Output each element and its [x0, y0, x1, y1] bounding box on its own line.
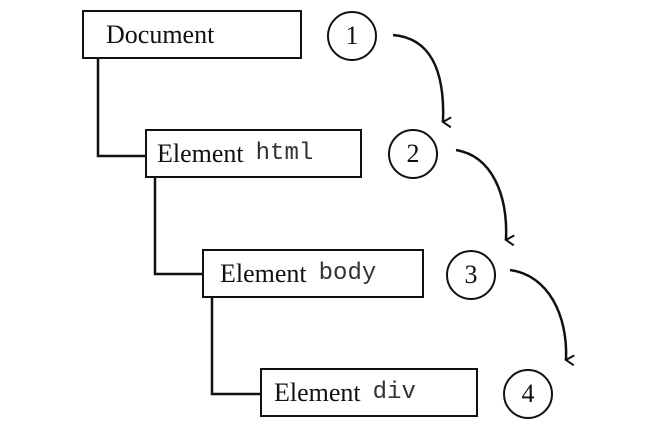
step-marker-2: 2 [388, 129, 438, 179]
node-div-kind: Element [274, 377, 361, 407]
step-marker-3: 3 [446, 250, 496, 300]
step-marker-1: 1 [327, 11, 377, 61]
tree-connector-body-div [210, 298, 260, 396]
node-element-body: Element body [202, 249, 424, 298]
traversal-arrow-3-to-4 [509, 268, 575, 367]
node-body-kind: Element [220, 258, 307, 288]
step-marker-4: 4 [503, 369, 553, 419]
traversal-arrow-1-to-2 [392, 33, 452, 129]
step-3-number: 3 [464, 260, 478, 289]
node-document-label: Document [106, 19, 215, 49]
tree-connector-html-body [153, 178, 202, 276]
step-4-number: 4 [521, 379, 535, 408]
node-html-kind: Element [157, 138, 244, 168]
node-element-html: Element html [145, 129, 362, 178]
node-document: Document [82, 10, 302, 59]
node-body-tag: body [318, 260, 377, 287]
node-element-div: Element div [260, 368, 478, 417]
node-html-tag: html [255, 140, 314, 167]
traversal-arrow-2-to-3 [455, 148, 515, 247]
node-div-tag: div [372, 379, 416, 406]
step-2-number: 2 [406, 139, 420, 168]
step-1-number: 1 [345, 21, 359, 50]
tree-connector-document-html [96, 59, 145, 158]
